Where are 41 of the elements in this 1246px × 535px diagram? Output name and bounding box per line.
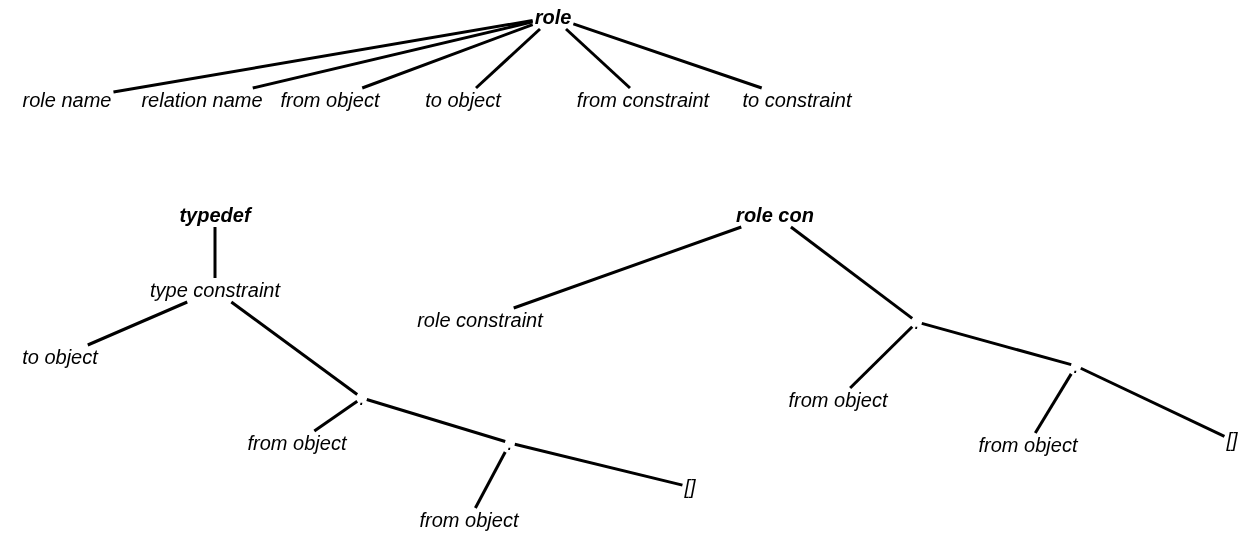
tree-root-label: role (532, 5, 574, 29)
tree-branch-line (213, 227, 217, 278)
tree-node-label: [] (682, 475, 698, 499)
tree-branch-line (230, 300, 359, 396)
tree-node-label: from object (786, 388, 890, 412)
tree-branch-line (361, 23, 534, 90)
tree-branch-line (565, 27, 631, 90)
tree-node-label: . (1071, 354, 1081, 378)
tree-branch-line (513, 225, 742, 310)
tree-node-label: . (505, 431, 515, 455)
tree-node-label: from object (245, 431, 349, 455)
tree-node-label: role constraint (415, 308, 545, 332)
tree-branch-line (849, 325, 914, 390)
tree-node-label: from object (278, 88, 382, 112)
tree-branch-line (1080, 366, 1226, 438)
tree-node-label: to constraint (740, 88, 854, 112)
tree-branch-line (313, 400, 359, 433)
tree-branch-line (87, 300, 188, 347)
tree-node-label: . (357, 386, 367, 410)
tree-node-label: role name (20, 88, 114, 112)
tree-branch-line (572, 22, 763, 90)
tree-node-label: to object (423, 88, 503, 112)
tree-node-label: to object (20, 345, 100, 369)
tree-node-label: . (912, 310, 922, 334)
tree-branch-line (1034, 373, 1073, 434)
tree-root-label: typedef (177, 203, 253, 227)
tree-node-label: [] (1224, 428, 1240, 452)
tree-node-label: from object (417, 508, 521, 532)
tree-branch-line (474, 451, 507, 509)
tree-node-label: relation name (139, 88, 265, 112)
tree-node-label: from constraint (574, 88, 712, 112)
tree-branch-line (475, 27, 541, 90)
tree-branch-line (113, 19, 533, 94)
tree-branch-line (790, 225, 914, 320)
tree-root-label: role con (734, 203, 816, 227)
tree-node-label: from object (976, 433, 1080, 457)
tree-branch-line (252, 20, 533, 90)
tree-node-label: type constraint (147, 278, 283, 302)
tree-branch-line (514, 442, 683, 487)
tree-branch-line (366, 398, 506, 443)
tree-branch-line (921, 321, 1072, 367)
